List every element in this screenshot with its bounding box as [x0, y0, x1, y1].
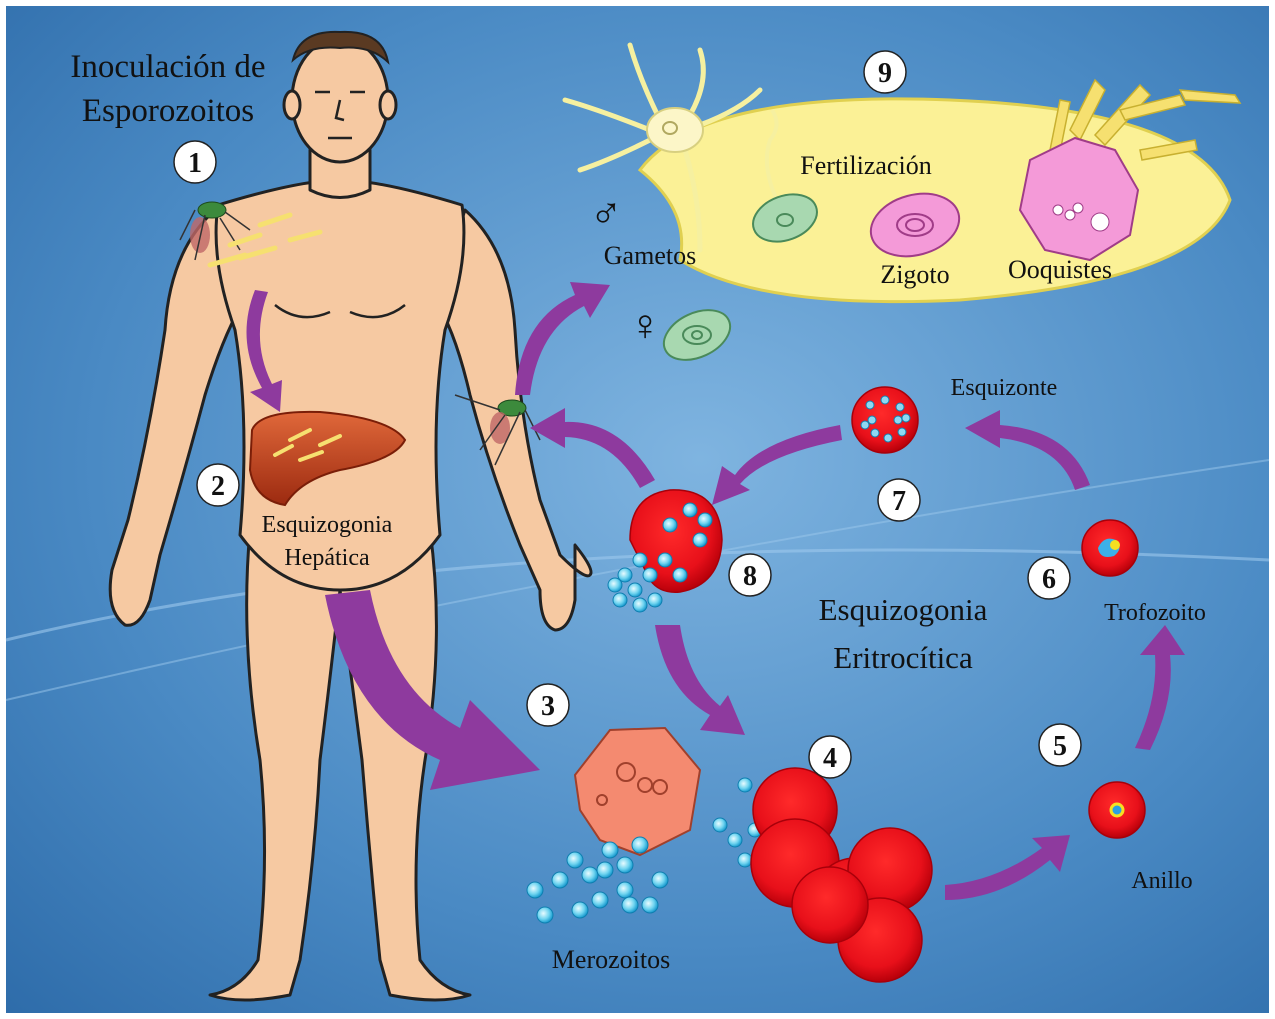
- male-symbol: ♂: [590, 189, 623, 238]
- oocysts-label: Ooquistes: [1008, 255, 1112, 284]
- merozoite-dot: [902, 414, 910, 422]
- left-ear: [380, 91, 396, 119]
- merozoite-dot: [617, 857, 633, 873]
- hepatic-label-line-2: Hepática: [284, 545, 370, 571]
- step-2-number: 2: [211, 471, 225, 502]
- merozoite-dot: [866, 401, 874, 409]
- merozoite-dot: [861, 421, 869, 429]
- merozoite-dot: [728, 833, 742, 847]
- merozoite-dot: [738, 853, 752, 867]
- step-7-number: 7: [892, 486, 906, 517]
- merozoite-dot: [628, 583, 642, 597]
- merozoite-dot: [898, 428, 906, 436]
- merozoite-dot: [673, 568, 687, 582]
- merozoite-dot: [896, 403, 904, 411]
- zygote-label: Zigoto: [880, 260, 949, 289]
- step-5-number: 5: [1053, 731, 1067, 762]
- merozoite-dot: [622, 897, 638, 913]
- merozoite-dot: [693, 533, 707, 547]
- hepatic-label-line-1: Esquizogonia: [262, 512, 393, 538]
- merozoite-dot: [633, 598, 647, 612]
- step-1-number: 1: [188, 148, 202, 179]
- step-9-number: 9: [878, 58, 892, 89]
- merozoite-dot: [632, 837, 648, 853]
- merozoite-dot: [894, 416, 902, 424]
- right-ear: [284, 91, 300, 119]
- merozoite-dot: [552, 872, 568, 888]
- merozoite-dot: [537, 907, 553, 923]
- erythrocytic-label-line-2: Eritrocítica: [833, 640, 973, 675]
- ring-label: Anillo: [1131, 868, 1192, 894]
- step-3-number: 3: [541, 691, 555, 722]
- gametes-label: Gametos: [604, 241, 696, 270]
- merozoite-dot: [881, 396, 889, 404]
- merozoite-dot: [648, 593, 662, 607]
- schizont-cell: [852, 387, 918, 453]
- merozoite-dot: [527, 882, 543, 898]
- schizont-label: Esquizonte: [951, 375, 1058, 401]
- merozoite-dot: [663, 518, 677, 532]
- merozoite-dot: [698, 513, 712, 527]
- female-symbol: ♀: [629, 301, 662, 350]
- fertilization-label: Fertilización: [800, 151, 931, 180]
- merozoite-dot: [683, 503, 697, 517]
- merozoite-dot: [713, 818, 727, 832]
- erythrocytic-label-line-1: Esquizogonia: [819, 592, 988, 627]
- merozoite-dot: [652, 872, 668, 888]
- merozoite-dot: [582, 867, 598, 883]
- merozoites-label: Merozoitos: [552, 945, 670, 974]
- merozoite-dot: [613, 593, 627, 607]
- merozoite-dot: [572, 902, 588, 918]
- merozoite-dot: [884, 434, 892, 442]
- merozoite-dot: [868, 416, 876, 424]
- merozoite-dot: [567, 852, 583, 868]
- merozoite-dot: [633, 553, 647, 567]
- trophozoite-cell: [1082, 520, 1138, 576]
- title-line-2: Esporozoitos: [82, 93, 254, 129]
- trophozoite-label: Trofozoito: [1104, 600, 1206, 626]
- merozoite-dot: [658, 553, 672, 567]
- merozoite-dot: [597, 862, 613, 878]
- title-line-1: Inoculación de: [70, 49, 265, 85]
- step-6-number: 6: [1042, 564, 1056, 595]
- step-8-number: 8: [743, 561, 757, 592]
- merozoite-dot: [738, 778, 752, 792]
- merozoite-dot: [602, 842, 618, 858]
- merozoite-dot: [642, 897, 658, 913]
- merozoite-dot: [608, 578, 622, 592]
- merozoite-dot: [871, 429, 879, 437]
- merozoite-dot: [592, 892, 608, 908]
- ring-stage-cell: [1089, 782, 1145, 838]
- step-4-number: 4: [823, 743, 837, 774]
- merozoite-dot: [617, 882, 633, 898]
- merozoite-dot: [643, 568, 657, 582]
